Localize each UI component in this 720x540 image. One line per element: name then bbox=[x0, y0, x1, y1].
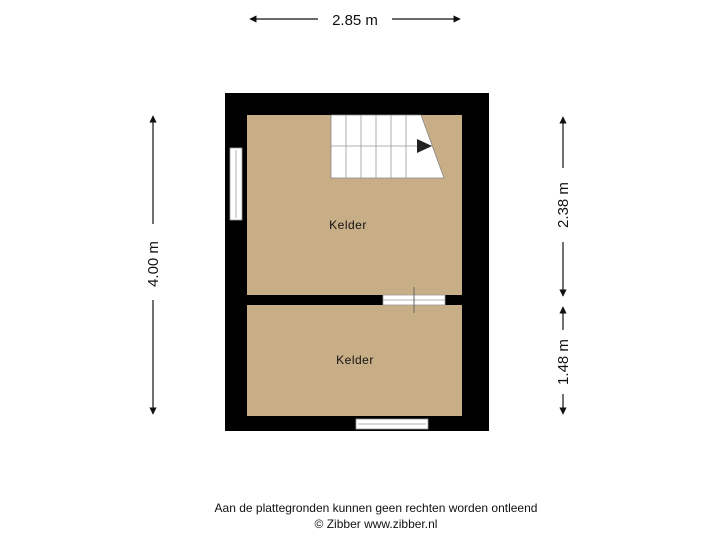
stairs-direction-arrow bbox=[417, 139, 432, 153]
dimension-left: 4.00 m bbox=[145, 115, 162, 415]
footer-disclaimer: Aan de plattegronden kunnen geen rechten… bbox=[214, 501, 538, 515]
stairs bbox=[330, 114, 445, 179]
footer-credit: © Zibber www.zibber.nl bbox=[314, 517, 438, 531]
dimension-right-lower: 1.48 m bbox=[555, 306, 572, 415]
dimension-top: 2.85 m bbox=[249, 12, 461, 29]
room-label-upper: Kelder bbox=[329, 218, 367, 232]
dimension-right-lower-label: 1.48 m bbox=[555, 339, 572, 385]
room-label-lower: Kelder bbox=[336, 353, 374, 367]
dimension-left-label: 4.00 m bbox=[145, 241, 162, 287]
lower-room-floor bbox=[247, 305, 462, 416]
dimension-right-upper: 2.38 m bbox=[555, 116, 572, 297]
dimension-right-upper-label: 2.38 m bbox=[555, 182, 572, 228]
dimension-top-label: 2.85 m bbox=[332, 12, 378, 29]
